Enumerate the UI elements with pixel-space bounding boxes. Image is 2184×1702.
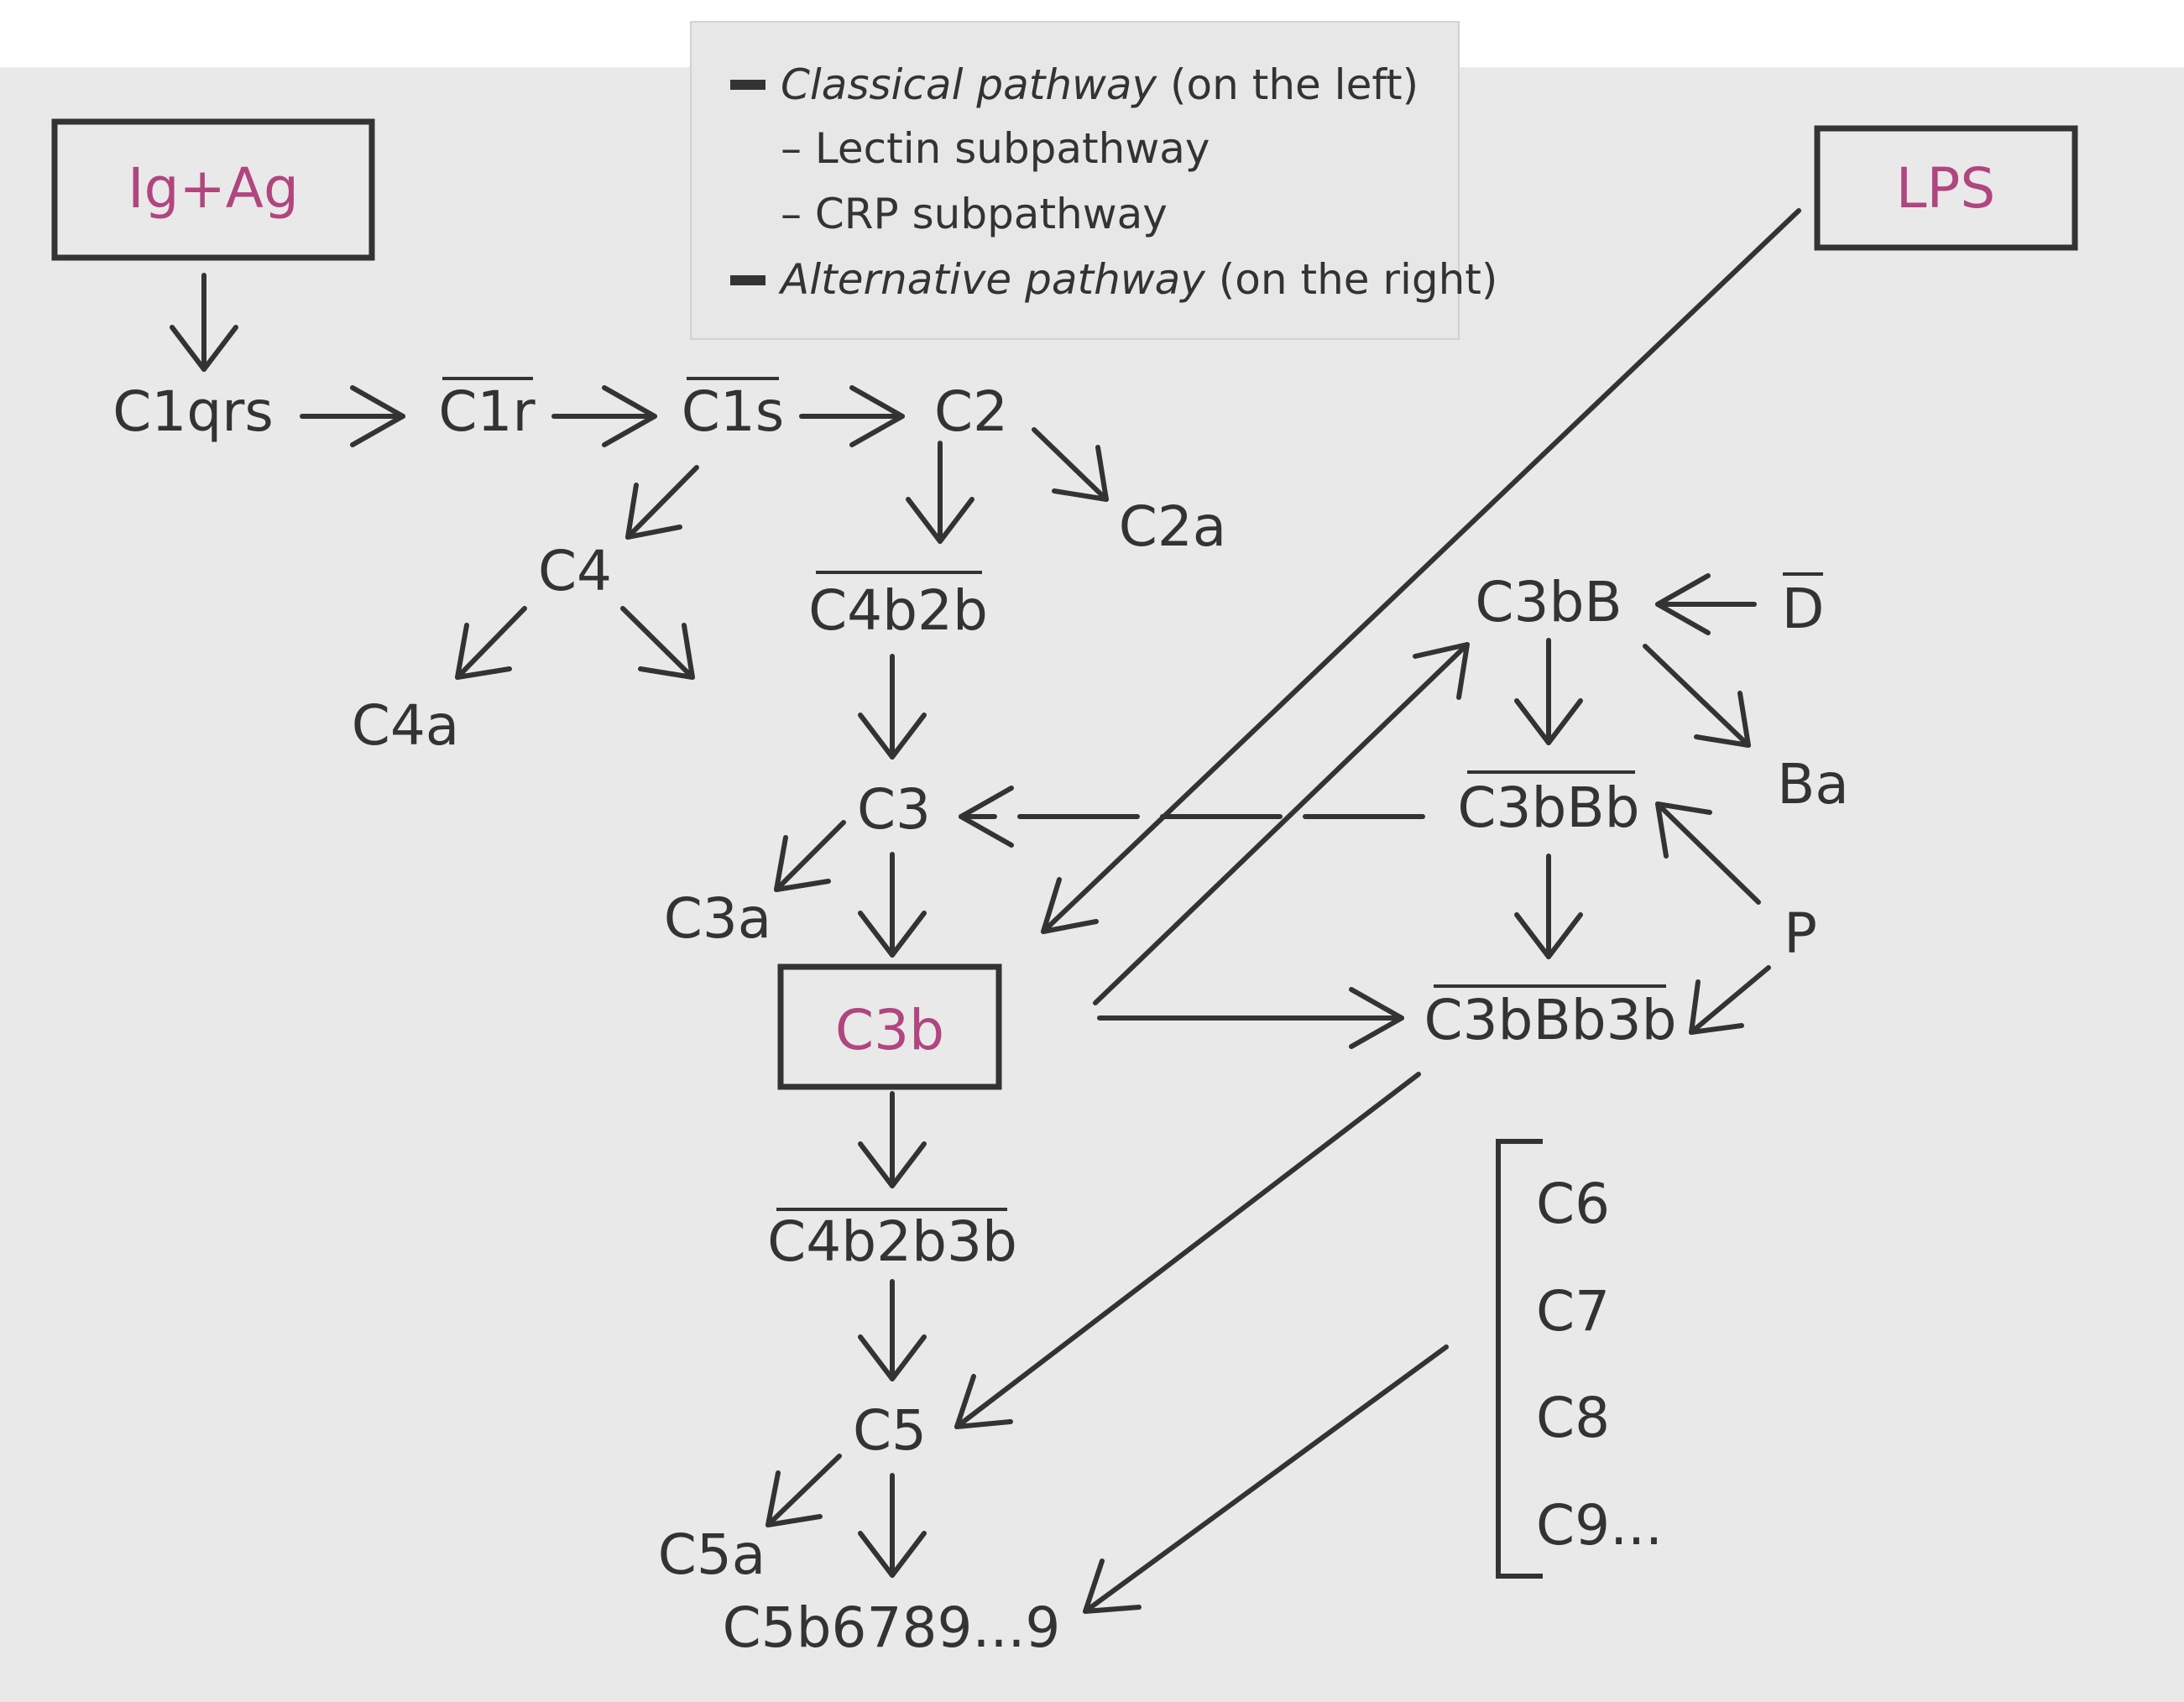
legend-bullet-alternative <box>730 275 765 285</box>
arrowhead-c3-c3b <box>858 911 927 958</box>
legend-classical-note: (on the left) <box>1157 60 1419 109</box>
legend-line-classical: Classical pathway (on the left) <box>781 60 1419 109</box>
legend-line-lectin: – Lectin subpathway <box>781 124 1210 173</box>
node-c4b2b: C4b2b <box>808 578 988 643</box>
node-c4a: C4a <box>352 693 460 758</box>
arrowhead-lps-c3b <box>1041 877 1099 934</box>
arrow-p-c3bbb3b <box>1689 965 1771 1035</box>
arrowhead-d-c3bb <box>1655 573 1711 635</box>
arrowhead-c3b-c3bbb3b <box>1349 987 1404 1049</box>
node-c3b: C3b <box>835 998 944 1062</box>
lps-box <box>1814 125 2078 251</box>
arrow-lps-c3b <box>1041 208 1801 934</box>
legend-bullet-classical <box>730 80 765 90</box>
arrowhead-c4-c4a <box>455 623 512 680</box>
arrowhead-c1s-c4 <box>625 483 682 540</box>
arrowhead-c3bbb-c3 <box>959 786 1014 848</box>
arrowhead-c4b2b3b-c5 <box>858 1334 927 1381</box>
node-c1r: C1r <box>438 379 536 444</box>
node-c5b6789: C5b6789...9 <box>723 1595 1061 1660</box>
arrowhead-c1s-c2 <box>849 385 905 447</box>
legend-box <box>690 21 1460 340</box>
arrowhead-c4-right <box>638 623 695 680</box>
legend-line-crp: – CRP subpathway <box>781 190 1168 238</box>
node-c6: C6 <box>1536 1172 1610 1236</box>
ig-ag-box <box>51 118 375 261</box>
node-c9: C9... <box>1536 1493 1663 1558</box>
node-c4: C4 <box>538 539 612 603</box>
node-c5a: C5a <box>658 1522 766 1587</box>
arrow-p-c3bbb <box>1655 801 1761 905</box>
nodes: Ig+Ag LPS C1qrs C1r C1s C2 C2a C4 C4a C4… <box>112 156 1995 1660</box>
arrows <box>170 208 1801 1614</box>
arrowhead-c3-c3a <box>774 835 831 892</box>
legend: Classical pathway (on the left) – Lectin… <box>690 21 1497 340</box>
arrowhead-c1qrs-c1r <box>350 385 405 447</box>
arrow-terminal-c5b6789 <box>1083 1344 1449 1614</box>
node-c7: C7 <box>1536 1279 1610 1344</box>
node-c3bb: C3bB <box>1475 570 1622 634</box>
arrowhead-c3bbb3b-c5 <box>954 1374 1013 1429</box>
c3b-box <box>777 963 1002 1090</box>
node-lps: LPS <box>1896 156 1995 221</box>
legend-alternative-note: (on the right) <box>1205 255 1498 304</box>
legend-alternative-label: Alternative pathway <box>778 255 1206 304</box>
node-c2: C2 <box>934 379 1008 444</box>
node-c1qrs: C1qrs <box>112 379 274 444</box>
node-c5: C5 <box>853 1398 927 1463</box>
node-c4b2b3b: C4b2b3b <box>767 1209 1017 1274</box>
arrow-c3bb-ba <box>1643 644 1751 748</box>
arrowhead-c3bbb-c3bbb3b <box>1514 912 1583 959</box>
legend-classical-label: Classical pathway <box>781 60 1158 109</box>
arrowhead-terminal-c5b6789 <box>1083 1558 1142 1614</box>
node-c8: C8 <box>1536 1386 1610 1450</box>
arrow-c3b-c3bb <box>1093 642 1470 1005</box>
arrowhead-c2-c2a <box>1052 445 1109 502</box>
node-ba: Ba <box>1777 752 1849 817</box>
node-c1s: C1s <box>682 379 784 444</box>
arrowhead-c5-c5b6789 <box>858 1531 927 1578</box>
node-c3: C3 <box>857 777 931 842</box>
legend-line-alternative: Alternative pathway (on the right) <box>778 255 1497 304</box>
arrowhead-c1r-c1s <box>602 385 657 447</box>
arrow-c2-c2a <box>1032 427 1109 502</box>
arrowhead-igag-c1qrs <box>170 325 238 372</box>
node-p: P <box>1784 901 1817 966</box>
node-c2a: C2a <box>1119 494 1227 559</box>
arrowhead-c2-c4b2b <box>906 497 974 544</box>
arrow-c1s-c4 <box>625 465 699 540</box>
node-d: D <box>1782 577 1825 641</box>
terminal-complex-bracket <box>1496 1139 1543 1579</box>
arrowhead-p-c3bbb <box>1655 801 1712 859</box>
arrowhead-c5-c5a <box>765 1470 823 1527</box>
node-c3bbb: C3bBb <box>1457 775 1639 840</box>
arrowhead-c3b-c3bb <box>1413 642 1470 700</box>
arrow-c4-c4a <box>455 606 527 680</box>
arrowhead-p-c3bbb3b <box>1689 979 1744 1035</box>
arrow-c4-right <box>620 606 695 680</box>
overbars <box>442 377 1823 1211</box>
node-c3a: C3a <box>664 886 772 951</box>
node-ig-ag: Ig+Ag <box>128 156 299 221</box>
arrow-c3bbb3b-c5 <box>954 1072 1421 1429</box>
arrowhead-c3b-c4b2b3b <box>858 1141 927 1188</box>
arrowhead-c3bb-c3bbb <box>1514 698 1583 745</box>
arrowhead-c4b2b-c3 <box>858 713 927 760</box>
arrowhead-c3bb-ba <box>1694 691 1751 748</box>
arrow-c5-c5a <box>765 1454 842 1527</box>
node-c3bbb3b: C3bBb3b <box>1424 988 1676 1052</box>
arrow-c3-c3a <box>774 820 846 892</box>
